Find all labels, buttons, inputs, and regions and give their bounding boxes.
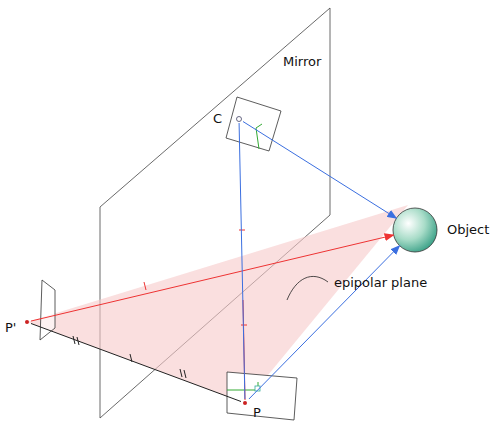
optical-center [237, 117, 242, 122]
node-label: P [253, 406, 261, 420]
tick [241, 325, 247, 326]
leader-line [287, 276, 328, 300]
mirror-baseline [31, 323, 241, 401]
node-label: C [213, 112, 222, 126]
optical-center [243, 401, 247, 405]
object-node: Object [393, 208, 437, 252]
tick-marks [73, 336, 186, 378]
camera-center: P' [23, 318, 31, 326]
view-ray [249, 246, 400, 399]
camera-frame [227, 372, 297, 420]
tick [144, 282, 146, 290]
optical-center [25, 320, 29, 324]
object-sphere [393, 208, 437, 252]
camera-center: P [241, 399, 249, 407]
node-label: Object [447, 223, 489, 237]
node-label: P' [5, 321, 16, 335]
camera-frame [40, 280, 55, 340]
epipolar-plane [27, 205, 408, 403]
camera-center: C [235, 115, 243, 123]
mirror-label: Mirror [283, 55, 321, 69]
image-line [256, 124, 262, 128]
image-line [227, 390, 258, 391]
view-ray [243, 122, 396, 219]
tick [239, 230, 245, 231]
camera-frame [226, 97, 281, 151]
baseline [239, 123, 245, 399]
plane-label: epipolar plane [334, 276, 427, 290]
